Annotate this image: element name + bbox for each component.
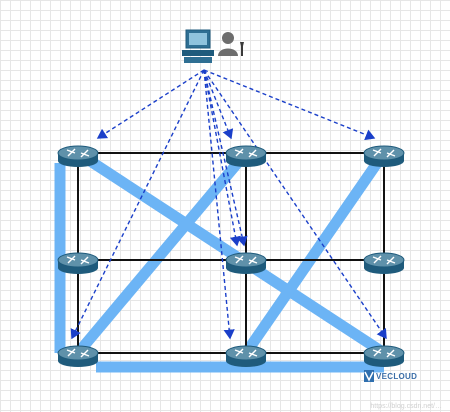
router-icon bbox=[225, 345, 267, 367]
router-arrow bbox=[66, 256, 76, 261]
router-top bbox=[57, 145, 99, 161]
admin-body bbox=[218, 48, 238, 56]
keyboard bbox=[182, 50, 214, 56]
router-arrow bbox=[235, 148, 244, 157]
router-top bbox=[363, 145, 405, 161]
router-arrow bbox=[372, 256, 382, 261]
router-arrow bbox=[66, 149, 76, 154]
router-arrow bbox=[67, 148, 76, 157]
router-arrow bbox=[386, 349, 395, 358]
logo-v bbox=[364, 371, 374, 382]
router-top bbox=[57, 345, 99, 361]
admin-icon bbox=[218, 32, 244, 56]
router-icon bbox=[225, 252, 267, 274]
logo-mark bbox=[364, 370, 374, 382]
router-arrow bbox=[373, 348, 382, 357]
router-icon bbox=[363, 252, 405, 274]
router-arrow bbox=[248, 259, 258, 264]
highlight-path-r3-r8 bbox=[241, 149, 389, 357]
router-arrow bbox=[80, 349, 89, 358]
control-arrow-r2 bbox=[203, 69, 234, 140]
router-arrow bbox=[235, 348, 244, 357]
router-arrow bbox=[386, 256, 395, 265]
router-arrow bbox=[80, 149, 89, 158]
router-arrow bbox=[372, 349, 382, 354]
router-top bbox=[225, 145, 267, 161]
router-icon bbox=[57, 345, 99, 367]
base bbox=[184, 57, 212, 63]
control-links bbox=[70, 69, 387, 340]
router-arrow bbox=[373, 255, 382, 264]
router-top bbox=[225, 252, 267, 268]
wrench-icon bbox=[240, 42, 244, 56]
control-arrow-r5-b bbox=[203, 69, 241, 247]
router-arrow bbox=[248, 152, 258, 157]
controller-station bbox=[182, 29, 244, 63]
router-icon bbox=[363, 145, 405, 167]
admin-head bbox=[222, 32, 234, 44]
router-icon bbox=[57, 252, 99, 274]
router-arrow bbox=[234, 349, 244, 354]
vecloud-logo-icon bbox=[364, 370, 374, 382]
control-arrow-r3 bbox=[203, 69, 376, 141]
router-icon bbox=[225, 145, 267, 167]
router-arrow bbox=[248, 349, 257, 358]
monitor-screen bbox=[189, 33, 207, 45]
control-arrow-r7 bbox=[70, 69, 205, 340]
computer-icon bbox=[182, 29, 214, 63]
router-arrow bbox=[67, 348, 76, 357]
router-arrow bbox=[234, 256, 244, 261]
router-arrow bbox=[386, 152, 396, 157]
control-arrow-r8 bbox=[203, 69, 235, 340]
router-arrow bbox=[386, 259, 396, 264]
router-arrow bbox=[80, 256, 89, 265]
router-nodes bbox=[57, 145, 405, 367]
highlighted-paths bbox=[54, 148, 389, 373]
router-top bbox=[57, 252, 99, 268]
router-arrow bbox=[80, 152, 90, 157]
router-arrow bbox=[248, 149, 257, 158]
router-top bbox=[363, 252, 405, 268]
control-arrow-r1 bbox=[96, 69, 205, 139]
router-top bbox=[225, 345, 267, 361]
router-arrow bbox=[80, 259, 90, 264]
control-arrow-r9 bbox=[203, 69, 387, 340]
router-icon bbox=[363, 345, 405, 367]
router-arrow bbox=[235, 255, 244, 264]
router-arrow bbox=[386, 149, 395, 158]
router-icon bbox=[57, 145, 99, 167]
logo-text: VECLOUD bbox=[376, 372, 418, 381]
router-top bbox=[363, 345, 405, 361]
control-arrow-r5 bbox=[203, 69, 248, 247]
router-arrow bbox=[67, 255, 76, 264]
router-arrow bbox=[386, 352, 396, 357]
router-arrow bbox=[80, 352, 90, 357]
router-arrow bbox=[66, 349, 76, 354]
router-arrow bbox=[373, 148, 382, 157]
router-arrow bbox=[372, 149, 382, 154]
router-arrow bbox=[248, 352, 258, 357]
highlight-path-r2-r7 bbox=[73, 149, 251, 357]
router-arrow bbox=[248, 256, 257, 265]
watermark: https://blog.csdn.net/… bbox=[370, 403, 442, 410]
router-arrow bbox=[234, 149, 244, 154]
highlight-path-r1-r9 bbox=[74, 148, 388, 358]
